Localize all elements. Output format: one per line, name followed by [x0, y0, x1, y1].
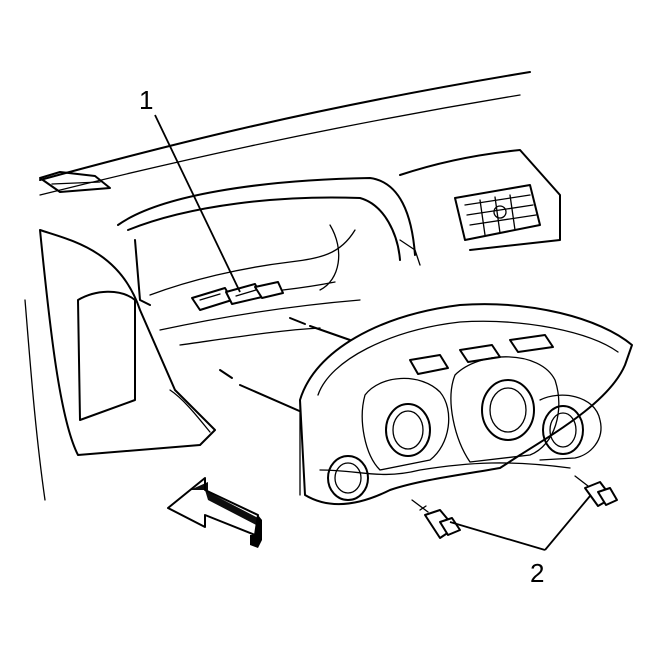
cluster-screw-left: [411, 499, 461, 539]
callout-1-leader: [154, 114, 241, 293]
callout-2-leader-left: [449, 521, 546, 551]
electrical-connector: [191, 281, 336, 311]
dashboard-top-outline: [39, 71, 531, 196]
left-dash-side-trim: [24, 229, 216, 501]
callout-1-label: 1: [139, 85, 153, 115]
callout-2-label: 2: [530, 558, 544, 588]
cluster-opening: [117, 177, 416, 346]
right-dash-vent: [399, 149, 561, 266]
removal-direction-arrow: [167, 477, 262, 548]
instrument-cluster: [299, 303, 633, 506]
callout-2-leader-right: [544, 495, 591, 551]
cluster-screw-right: [574, 475, 618, 507]
